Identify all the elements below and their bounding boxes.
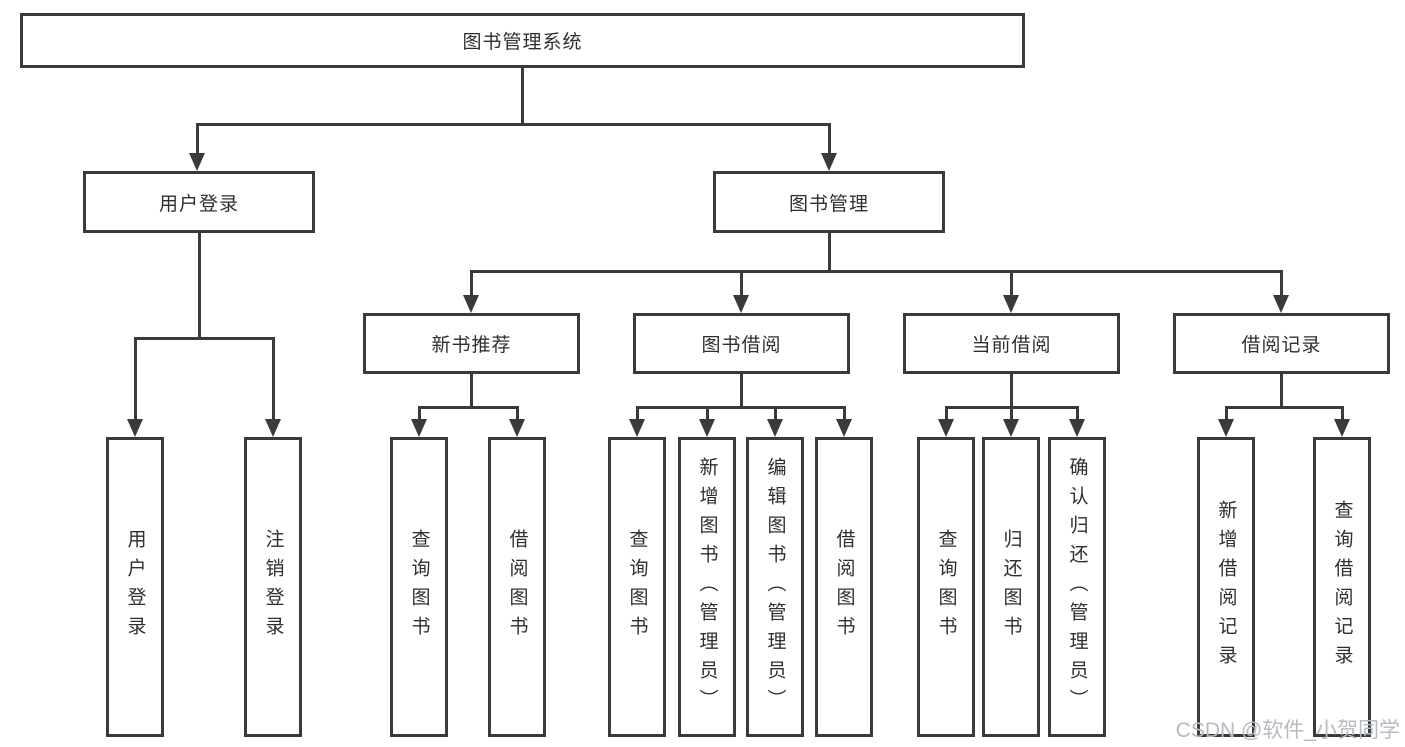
connector-line [1224,406,1228,422]
leaf-label: 新增借阅记录 [1215,500,1237,674]
leaf-label: 借阅图书 [506,529,528,645]
node-label: 图书借阅 [701,335,782,356]
connector-line [842,406,846,422]
leaf-label: 查询图书 [626,529,648,645]
connector-line [520,68,524,125]
connector-line [705,406,709,422]
arrowhead-down-icon [1069,419,1085,437]
arrowhead-down-icon [411,419,427,437]
leaf-logout: 注销登录 [244,437,302,737]
leaf-label: 确认归还（管理员） [1066,456,1088,718]
connector-line [469,270,473,298]
arrowhead-down-icon [938,419,954,437]
connector-line [1279,270,1283,298]
leaf-add-books-admin: 新增图书（管理员） [678,437,736,737]
leaf-query-books-current: 查询图书 [917,437,975,737]
connector-line [271,337,275,422]
leaf-label: 查询借阅记录 [1331,500,1353,674]
leaf-confirm-return-admin: 确认归还（管理员） [1048,437,1106,737]
node-label: 当前借阅 [971,335,1052,356]
arrowhead-down-icon [189,153,205,171]
leaf-query-books-recommend: 查询图书 [390,437,448,737]
watermark: CSDN @软件_小贺同学 [1175,719,1400,742]
node-label: 用户登录 [158,193,239,215]
node-label: 新书推荐 [431,335,512,356]
arrowhead-down-icon [265,419,281,437]
connector-line [827,123,831,158]
leaf-query-books-borrowing: 查询图书 [608,437,666,737]
node-borrowing-records: 借阅记录 [1173,313,1390,374]
arrowhead-down-icon [1273,295,1289,313]
node-label: 图书管理 [788,193,869,215]
connector-line [1009,374,1013,409]
connector-line [827,233,831,273]
node-book-management: 图书管理 [713,171,945,233]
connector-line [195,123,199,158]
node-current-borrowing: 当前借阅 [903,313,1120,374]
leaf-label: 借阅图书 [833,529,855,645]
leaf-label: 编辑图书（管理员） [764,456,786,718]
connector-line [739,374,743,409]
arrowhead-down-icon [1334,419,1350,437]
connector-line [1340,406,1344,422]
arrowhead-down-icon [733,295,749,313]
connector-line [417,406,421,422]
node-book-borrowing: 图书借阅 [633,313,850,374]
connector-line [739,270,743,298]
connector-line [1224,406,1344,409]
connector-line [417,406,519,409]
leaf-label: 查询图书 [935,529,957,645]
arrowhead-down-icon [1003,419,1019,437]
leaf-label: 用户登录 [124,529,146,645]
node-label: 图书管理系统 [462,32,583,53]
arrowhead-down-icon [821,153,837,171]
connector-line [944,406,1079,409]
arrowhead-down-icon [836,419,852,437]
connector-line [1009,270,1013,298]
leaf-label: 查询图书 [408,529,430,645]
node-new-book-recommend: 新书推荐 [363,313,580,374]
connector-line [635,406,846,409]
node-root-library-management-system: 图书管理系统 [20,13,1025,68]
connector-line [1279,374,1283,409]
leaf-add-borrow-record: 新增借阅记录 [1197,437,1255,737]
node-label: 借阅记录 [1241,335,1322,356]
connector-line [635,406,639,422]
connector-line [469,270,1283,273]
leaf-edit-books-admin: 编辑图书（管理员） [746,437,804,737]
arrowhead-down-icon [629,419,645,437]
leaf-borrow-books-recommend: 借阅图书 [488,437,546,737]
arrowhead-down-icon [1218,419,1234,437]
arrowhead-down-icon [1003,295,1019,313]
connector-line [133,337,275,340]
leaf-borrow-books-borrowing: 借阅图书 [815,437,873,737]
connector-line [773,406,777,422]
arrowhead-down-icon [127,419,143,437]
connector-line [469,374,473,409]
leaf-query-borrow-record: 查询借阅记录 [1313,437,1371,737]
connector-line [944,406,948,422]
connector-line [197,233,201,340]
arrowhead-down-icon [463,295,479,313]
leaf-return-books: 归还图书 [982,437,1040,737]
leaf-label: 注销登录 [262,529,284,645]
leaf-user-login: 用户登录 [106,437,164,737]
arrowhead-down-icon [509,419,525,437]
arrowhead-down-icon [767,419,783,437]
leaf-label: 归还图书 [1000,529,1022,645]
connector-line [195,123,831,126]
node-user-login: 用户登录 [83,171,315,233]
leaf-label: 新增图书（管理员） [696,456,718,718]
connector-line [1075,406,1079,422]
connector-line [515,406,519,422]
arrowhead-down-icon [699,419,715,437]
connector-line [1009,406,1013,422]
connector-line [133,337,137,422]
